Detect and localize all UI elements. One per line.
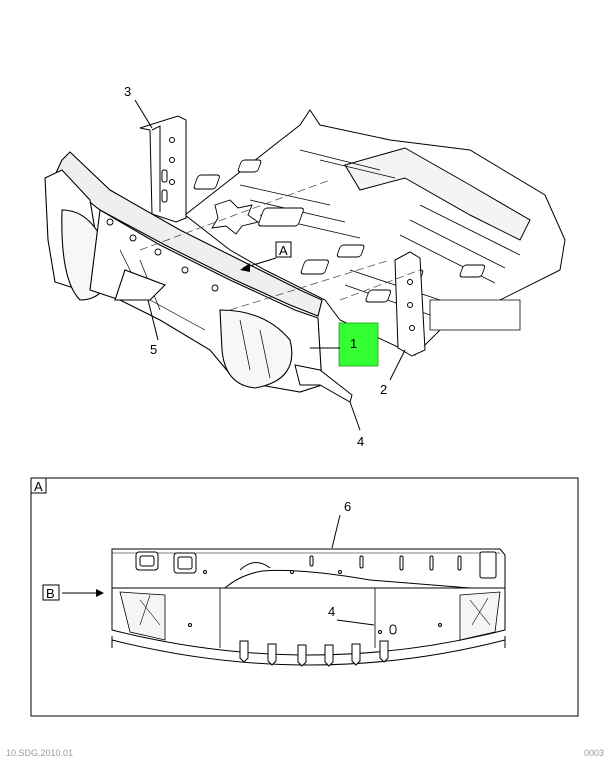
cross-member [44, 151, 323, 393]
vertical-bracket-2 [394, 251, 521, 357]
detail-view-tag: A [34, 479, 43, 494]
callout-3: 3 [124, 84, 131, 99]
callout-6: 6 [344, 499, 351, 514]
detail-view-tag-box [30, 477, 47, 494]
view-arrow-a [240, 263, 250, 272]
view-marker-b-box [42, 584, 60, 601]
vertical-bracket-3 [139, 115, 187, 223]
floor-assembly [184, 109, 566, 356]
leader-lines [134, 99, 406, 431]
callout-2: 2 [380, 382, 387, 397]
callout-1: 1 [350, 336, 357, 351]
callout-4: 4 [357, 434, 364, 449]
view-marker-a-box [275, 241, 292, 258]
callout-4-detail: 4 [328, 604, 335, 619]
detail-leader-lines [62, 514, 375, 626]
lower-bracket-4 [294, 364, 353, 403]
callout-5: 5 [150, 342, 157, 357]
detail-view-part [111, 548, 506, 667]
view-marker-b: B [46, 586, 55, 601]
view-marker-a: A [279, 243, 288, 258]
sheet-number: 0003 [583, 748, 604, 758]
phantom-lines [139, 179, 421, 311]
drawing-number: 10.SDG.2010.01 [6, 748, 74, 758]
view-arrow-b [96, 589, 104, 597]
highlight-item-1 [338, 322, 379, 367]
